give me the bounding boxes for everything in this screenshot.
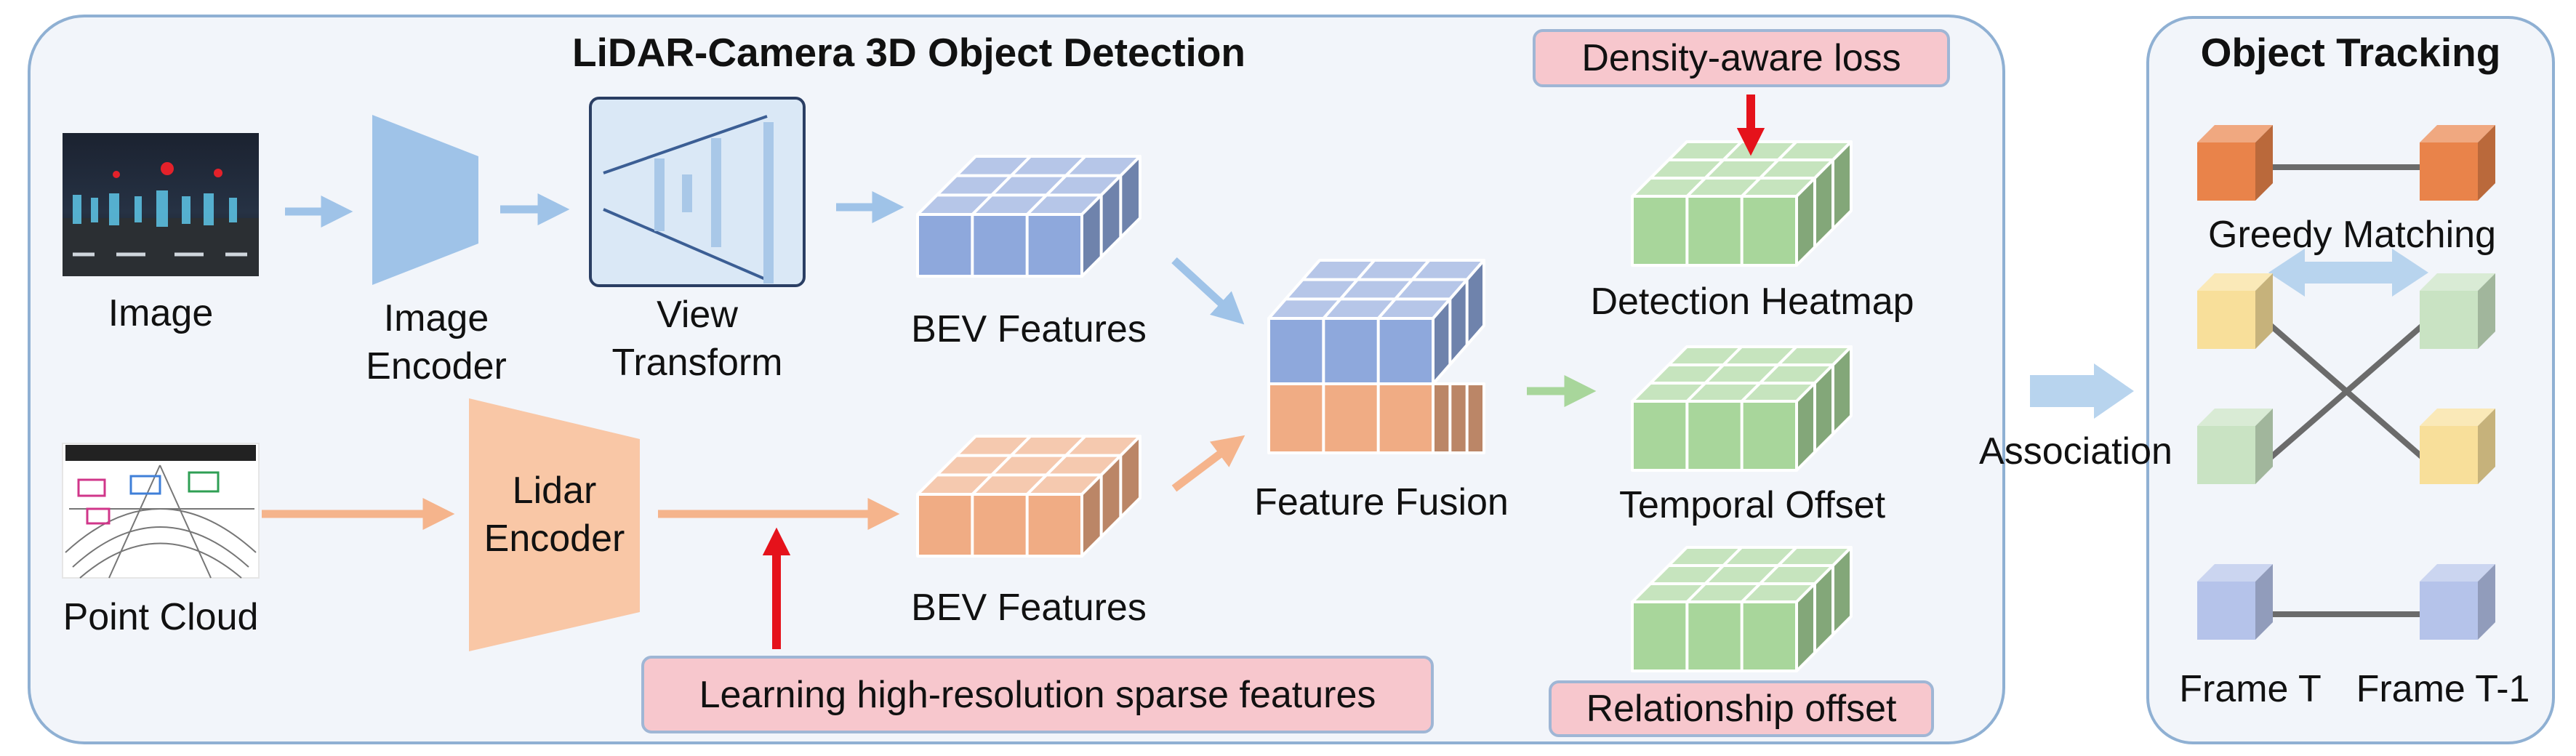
image-encoder-label: Image Encoder — [342, 294, 531, 390]
tracking-panel — [2146, 16, 2555, 744]
detection-panel — [28, 15, 2005, 744]
frame-t-label: Frame T — [2179, 668, 2322, 710]
view-transform-label-line1: View — [657, 294, 738, 336]
temporal-offset-label: Temporal Offset — [1618, 484, 1886, 526]
density-loss-box: Density-aware loss — [1533, 29, 1950, 87]
lidar-encoder-label-line1: Lidar — [512, 470, 597, 512]
sparse-features-box: Learning high-resolution sparse features — [641, 656, 1434, 733]
heatmap-label: Detection Heatmap — [1590, 281, 1914, 323]
frame-t1-label: Frame T-1 — [2356, 668, 2530, 710]
image-encoder-label-line2: Encoder — [366, 345, 507, 387]
fusion-label: Feature Fusion — [1254, 481, 1509, 523]
point-cloud-label: Point Cloud — [63, 596, 259, 638]
bev-camera-label: BEV Features — [911, 308, 1147, 350]
view-transform-label: View Transform — [590, 291, 804, 387]
detection-title: LiDAR-Camera 3D Object Detection — [571, 30, 1246, 75]
greedy-matching-label: Greedy Matching — [2208, 214, 2496, 256]
lidar-encoder-label: Lidar Encoder — [465, 467, 643, 563]
image-encoder-label-line1: Image — [383, 297, 489, 339]
bev-lidar-label: BEV Features — [911, 587, 1147, 629]
relationship-offset-box: Relationship offset — [1549, 680, 1934, 737]
association-arrow — [2030, 363, 2134, 419]
lidar-encoder-label-line2: Encoder — [483, 518, 625, 560]
view-transform-label-line2: Transform — [611, 342, 783, 384]
tracking-title: Object Tracking — [2200, 30, 2501, 75]
image-label: Image — [108, 292, 214, 334]
association-label: Association — [1979, 430, 2172, 472]
